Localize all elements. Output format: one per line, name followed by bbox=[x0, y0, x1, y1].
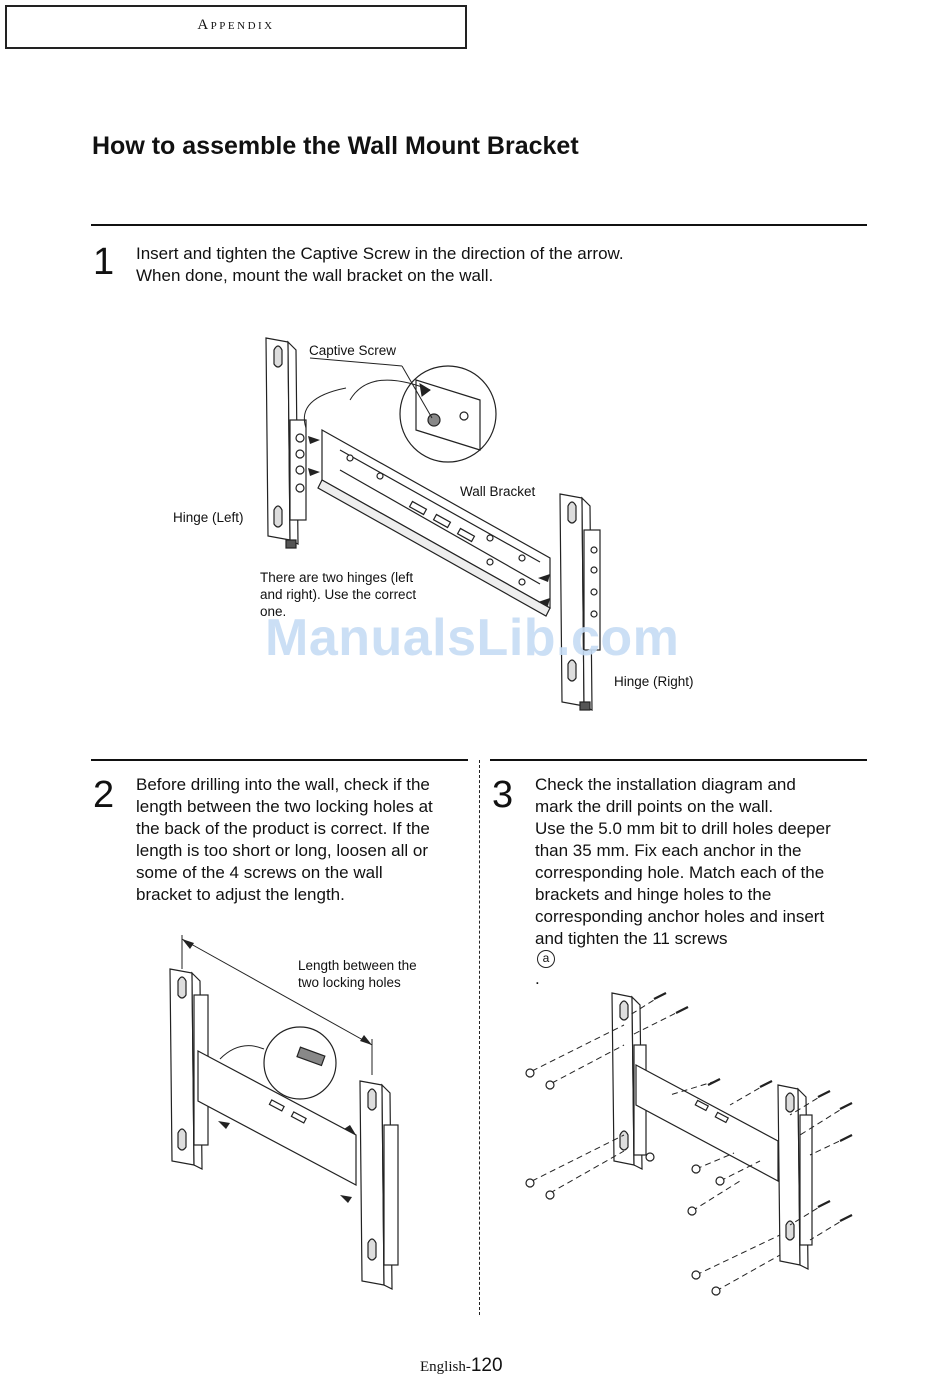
step-1-line: Insert and tighten the Captive Screw in … bbox=[136, 244, 624, 263]
step-3-last-line: and tighten the 11 screws a. bbox=[535, 928, 875, 990]
step-2-line: bracket to adjust the length. bbox=[136, 885, 345, 904]
step-3-line: corresponding anchor holes and insert bbox=[535, 907, 825, 926]
hinges-note: There are two hinges (left and right). U… bbox=[260, 570, 417, 619]
step-2-number: 2 bbox=[93, 774, 115, 816]
step-2-length-diagram bbox=[169, 935, 399, 1290]
step-3-line: Check the installation diagram and bbox=[535, 775, 796, 794]
section-header-label: Appendix bbox=[197, 17, 275, 33]
screw-a-marker: a bbox=[537, 950, 555, 968]
step-2-line: length is too short or long, loosen all … bbox=[136, 841, 429, 860]
step-3-line: mark the drill points on the wall. bbox=[535, 797, 774, 816]
section-header-box: Appendix bbox=[5, 5, 467, 49]
step-3-divider bbox=[490, 759, 867, 761]
step-2-line: some of the 4 screws on the wall bbox=[136, 863, 383, 882]
captive-screw-label: Captive Screw bbox=[309, 343, 397, 358]
column-divider bbox=[479, 760, 480, 1315]
step-3-line: and tighten the 11 screws bbox=[535, 929, 728, 948]
step-1-line: When done, mount the wall bracket on the… bbox=[136, 266, 494, 285]
footer-language: English- bbox=[420, 1359, 471, 1375]
page-number: 120 bbox=[470, 1355, 503, 1376]
step-3-line-end: . bbox=[535, 969, 540, 988]
step-1-divider bbox=[91, 224, 867, 226]
step-3-line: Use the 5.0 mm bit to drill holes deeper bbox=[535, 819, 831, 838]
step-3-text: Check the installation diagram and mark … bbox=[535, 774, 875, 990]
hinge-right-label: Hinge (Right) bbox=[614, 674, 694, 689]
watermark: ManualsLib.com bbox=[265, 609, 680, 667]
length-label: Length between the two locking holes bbox=[298, 958, 417, 990]
page-title: How to assemble the Wall Mount Bracket bbox=[92, 132, 579, 160]
hinge-left-label: Hinge (Left) bbox=[173, 510, 244, 525]
step-2-text: Before drilling into the wall, check if … bbox=[136, 774, 471, 906]
step-1-text: Insert and tighten the Captive Screw in … bbox=[136, 243, 756, 287]
step-3-number: 3 bbox=[492, 774, 514, 816]
step-2-line: the back of the product is correct. If t… bbox=[136, 819, 430, 838]
step-2-line: length between the two locking holes at bbox=[136, 797, 433, 816]
step-3-line: corresponding hole. Match each of the bbox=[535, 863, 825, 882]
step-2-divider bbox=[91, 759, 468, 761]
step-1-assembly-diagram bbox=[265, 337, 601, 711]
wall-bracket-label: Wall Bracket bbox=[460, 484, 536, 499]
step-3-installation-diagram bbox=[525, 992, 853, 1296]
page-footer: English-120 bbox=[420, 1355, 503, 1377]
step-2-line: Before drilling into the wall, check if … bbox=[136, 775, 430, 794]
step-1-number: 1 bbox=[93, 241, 115, 283]
step-3-line: than 35 mm. Fix each anchor in the bbox=[535, 841, 802, 860]
captive-screw-zoom-circle bbox=[399, 365, 497, 463]
step-3-line: brackets and hinge holes to the bbox=[535, 885, 772, 904]
